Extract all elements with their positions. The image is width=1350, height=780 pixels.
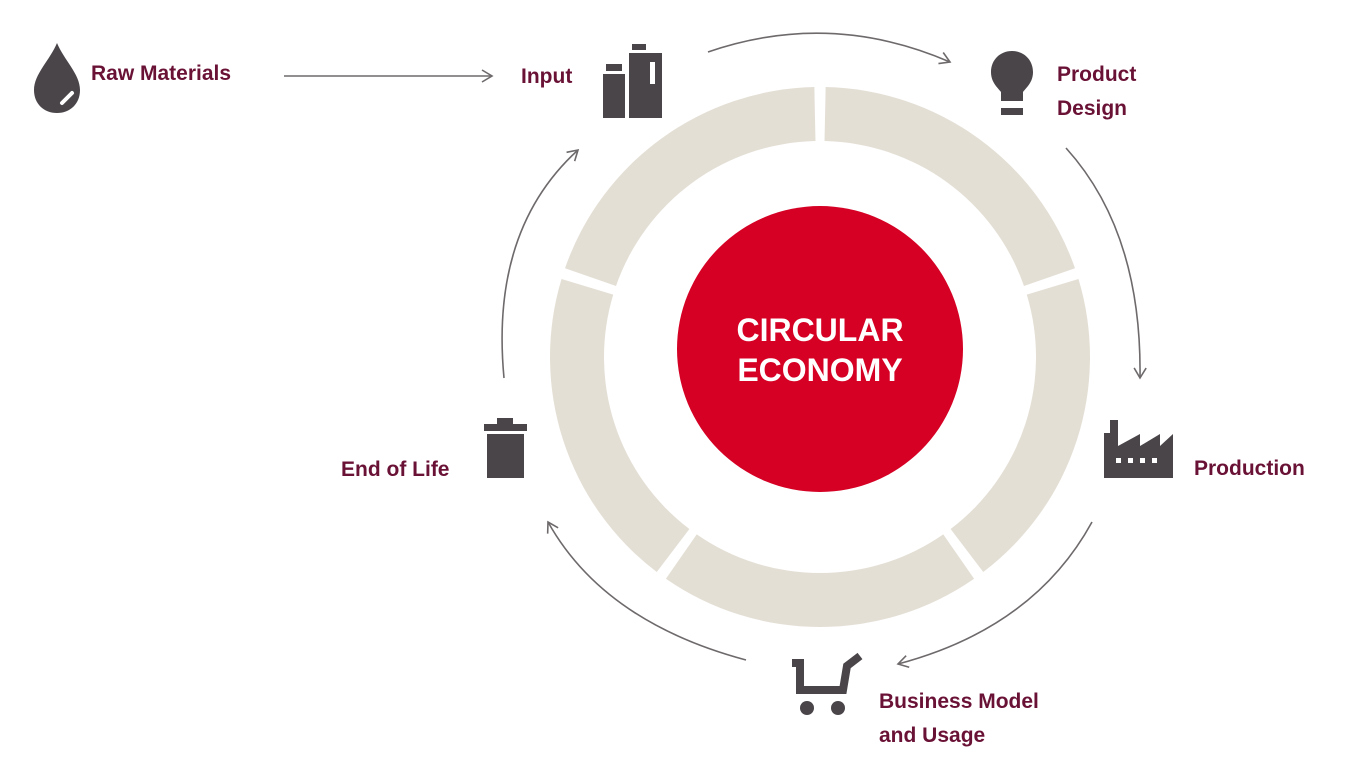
arrow-end-to-input xyxy=(501,148,580,379)
raw-materials-label: Raw Materials xyxy=(91,62,232,85)
factory-icon xyxy=(1104,420,1173,478)
production-label: Production xyxy=(1194,457,1305,480)
ring xyxy=(549,87,1091,627)
business-model-label-line1: Business Model xyxy=(879,690,1039,713)
ring-segment-input xyxy=(565,87,816,286)
product-design-label-line1: Product xyxy=(1057,63,1137,86)
end-of-life-label: End of Life xyxy=(341,458,450,481)
lightbulb-icon xyxy=(991,51,1033,115)
drop-icon xyxy=(34,43,80,113)
center-circle xyxy=(677,206,963,492)
arrow-design-to-production xyxy=(1065,147,1147,380)
center-title-line2: ECONOMY xyxy=(737,352,903,388)
ring-segment-end-of-life xyxy=(549,278,690,573)
ring-segment-product-design xyxy=(824,87,1075,286)
center-title: CIRCULAR ECONOMY xyxy=(680,310,960,390)
arrow-business-to-end xyxy=(546,520,747,661)
bottles-icon xyxy=(603,44,662,118)
arrow-production-to-business xyxy=(896,521,1093,669)
product-design-label: Product Design xyxy=(1057,58,1136,126)
center-title-line1: CIRCULAR xyxy=(736,312,904,348)
product-design-label-line2: Design xyxy=(1057,97,1128,120)
cart-icon xyxy=(792,652,863,715)
ring-segment-business-model xyxy=(665,534,975,627)
business-model-label: Business Model and Usage xyxy=(879,685,1039,753)
input-label: Input xyxy=(521,65,573,88)
arrow-input-to-design xyxy=(707,32,952,65)
business-model-label-line2: and Usage xyxy=(879,724,986,747)
trash-bin-icon xyxy=(484,418,527,478)
ring-segment-production xyxy=(950,278,1091,573)
